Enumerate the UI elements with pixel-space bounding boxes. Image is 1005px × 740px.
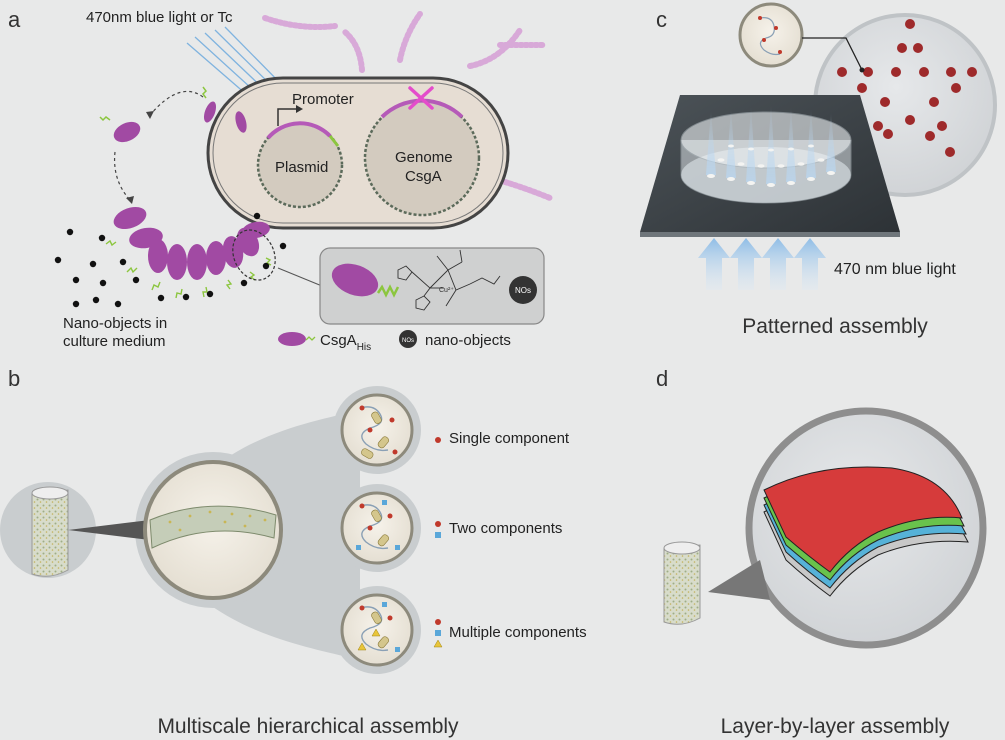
b-circle-two xyxy=(340,491,414,565)
c-red-dots xyxy=(837,19,977,157)
inset-nos-text: NOs xyxy=(515,286,531,295)
b-label-single: Single component xyxy=(449,430,570,447)
b-marker-two-red xyxy=(435,521,441,527)
csga-curli-chain xyxy=(113,206,270,280)
assembly-cycle-arrows xyxy=(113,90,204,201)
genome-circle xyxy=(363,99,481,217)
nano-objects-dots xyxy=(54,212,287,308)
d-sample-tube xyxy=(663,541,701,625)
zoom-source-ellipse xyxy=(232,229,276,281)
legend-csga-subscript: His xyxy=(357,342,371,353)
legend-csga-label: CsgAHis xyxy=(320,332,371,353)
c-caption: Patterned assembly xyxy=(742,315,928,338)
plasmid-his-tag xyxy=(328,135,340,147)
legend-csga-icon xyxy=(278,332,306,346)
panel-d-letter: d xyxy=(656,366,668,391)
nano-label-1: Nano-objects in xyxy=(63,315,167,332)
plasmid-label: Plasmid xyxy=(275,159,328,176)
secreted-csga xyxy=(99,86,247,143)
c-pattern-spots xyxy=(707,144,835,187)
inset-his-tag xyxy=(376,284,400,298)
c-small-inset-circle xyxy=(738,2,804,68)
b-film xyxy=(149,505,277,549)
c-inset-leader xyxy=(802,37,863,71)
c-blue-light-arrows xyxy=(698,238,826,290)
b-sample-tube xyxy=(31,486,69,577)
b-circle-multiple xyxy=(340,593,414,667)
b-film-speckles xyxy=(168,510,267,532)
b-marker-two-blue xyxy=(435,532,441,538)
inset-nos-badge xyxy=(509,276,537,304)
c-dish-rim xyxy=(680,111,852,169)
cycle-arrowhead-2 xyxy=(126,196,134,204)
cycle-arrowhead-1 xyxy=(146,111,154,119)
knockout-cross-icon xyxy=(408,86,434,110)
promoter-label: Promoter xyxy=(292,91,354,108)
b-caption: Multiscale hierarchical assembly xyxy=(157,715,459,738)
c-inset-leader-dot xyxy=(859,67,865,73)
promoter-arrow xyxy=(277,108,296,126)
his-tags xyxy=(105,239,272,299)
b-marker-single-red xyxy=(435,437,441,443)
inset-csga xyxy=(331,263,379,297)
panel-a: a 470nm blue light or Tc Plasmid xyxy=(8,7,553,353)
b-label-two: Two components xyxy=(449,520,562,537)
genome-label-1: Genome xyxy=(395,149,453,166)
b-circle-single xyxy=(340,393,414,467)
b-marker-multi-yellow xyxy=(433,639,443,648)
panel-c-letter: c xyxy=(656,7,667,32)
d-layer-stack xyxy=(763,466,969,597)
c-plate-edge xyxy=(640,232,900,237)
legend-his-icon xyxy=(305,336,316,341)
panel-b: b xyxy=(0,366,587,738)
genome-label-2: CsgA xyxy=(405,168,442,185)
b-zoom-wedge xyxy=(68,520,150,540)
inset-chelate-structure xyxy=(397,249,501,311)
d-caption: Layer-by-layer assembly xyxy=(721,715,950,738)
inset-cu-text: Cu²⁺ xyxy=(439,287,454,294)
legend-nos-icon xyxy=(399,330,417,348)
plasmid-insert xyxy=(266,121,332,140)
nano-label-2: culture medium xyxy=(63,333,166,350)
b-marker-multi-blue xyxy=(435,630,441,636)
panel-a-letter: a xyxy=(8,7,21,32)
panel-b-letter: b xyxy=(8,366,20,391)
c-inset-fiber xyxy=(759,17,781,56)
zoom-line xyxy=(277,267,323,287)
panel-d: d Layer-by-layer assembly xyxy=(656,366,987,738)
bacterial-cell-inner xyxy=(212,82,504,224)
legend-nano-label: nano-objects xyxy=(425,332,511,349)
b-marker-multi-red xyxy=(435,619,441,625)
c-inset-dots xyxy=(758,16,782,54)
promoter-arrowhead xyxy=(296,105,303,113)
b-label-multiple: Multiple components xyxy=(449,624,587,641)
legend-nos-icon-text: NOs xyxy=(402,338,414,344)
curli-fibers xyxy=(262,11,553,201)
c-light-beams xyxy=(706,104,836,184)
d-layer-red xyxy=(763,466,963,573)
c-light-label: 470 nm blue light xyxy=(834,261,956,278)
panel-c: c xyxy=(640,2,997,338)
d-zoom-wedge xyxy=(708,560,770,600)
light-label: 470nm blue light or Tc xyxy=(86,9,233,26)
